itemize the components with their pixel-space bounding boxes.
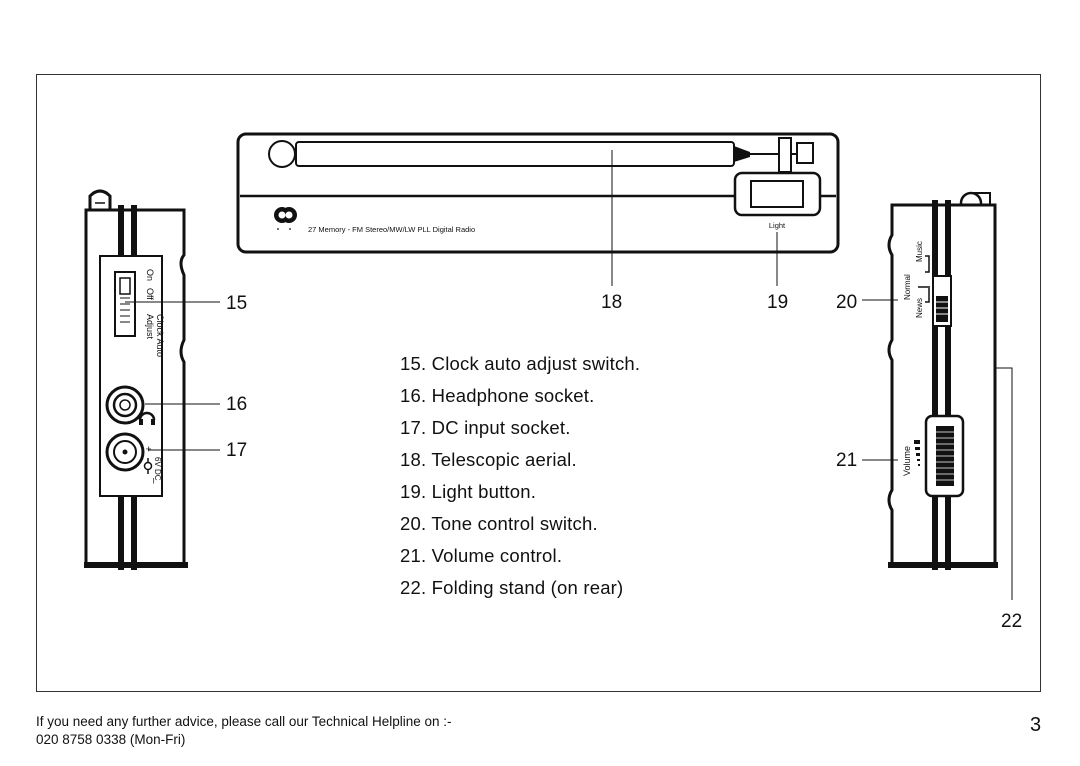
legend-item-16: 16. Headphone socket. — [400, 385, 595, 406]
dc-input-socket — [105, 432, 145, 472]
legend-item-20: 20. Tone control switch. — [400, 513, 598, 534]
brand-logo — [274, 207, 297, 230]
headphone-socket — [105, 385, 145, 425]
legend-item-21: 21. Volume control. — [400, 545, 563, 566]
tone-label-music: Music — [915, 241, 924, 262]
dc-polarity-icon — [143, 458, 153, 474]
volume-label: Volume — [902, 446, 912, 476]
telescopic-aerial — [268, 137, 814, 173]
legend-item-15: 15. Clock auto adjust switch. — [400, 353, 641, 374]
model-text: 27 Memory - FM Stereo/MW/LW PLL Digital … — [308, 225, 475, 234]
callout-19: 19 — [767, 292, 789, 313]
switch-label-clock-auto: Clock Auto — [155, 314, 165, 357]
callout-17: 17 — [226, 440, 248, 461]
tone-control-switch — [918, 255, 952, 327]
volume-level-icon — [914, 440, 920, 466]
volume-control — [924, 414, 965, 498]
radio-left-side-view: On Off Clock Auto Adjust — [84, 189, 188, 570]
dc-minus: – — [148, 478, 159, 484]
switch-label-off: Off — [145, 288, 155, 300]
callout-15: 15 — [226, 293, 248, 314]
callout-18: 18 — [601, 292, 623, 313]
switch-label-on: On — [145, 269, 155, 281]
dc-plus: + — [142, 446, 153, 452]
dc-voltage-label: 6V DC — [153, 457, 162, 481]
callout-16: 16 — [226, 394, 248, 415]
light-label: Light — [769, 221, 786, 230]
radio-top-view: Light 27 Memory - FM Stereo/MW/LW PLL Di… — [236, 132, 840, 254]
footer-helpline-text: If you need any further advice, please c… — [36, 714, 452, 729]
callout-21: 21 — [836, 450, 858, 471]
legend-item-22: 22. Folding stand (on rear) — [400, 577, 624, 598]
clock-auto-adjust-switch — [114, 271, 136, 337]
tone-label-news: News — [915, 298, 924, 318]
legend-item-17: 17. DC input socket. — [400, 417, 571, 438]
radio-right-side-view: Music Normal News — [887, 191, 998, 570]
callout-22: 22 — [1001, 611, 1023, 632]
page-number: 3 — [1030, 714, 1042, 736]
callout-20: 20 — [836, 292, 858, 313]
switch-label-adjust: Adjust — [145, 314, 155, 340]
diagram-frame — [36, 74, 1041, 692]
headphone-icon — [138, 411, 156, 425]
legend-item-19: 19. Light button. — [400, 481, 537, 502]
tone-label-normal: Normal — [903, 274, 912, 300]
footer-phone-number: 020 8758 0338 (Mon-Fri) — [36, 732, 186, 747]
light-button: Light — [733, 171, 822, 230]
legend-item-18: 18. Telescopic aerial. — [400, 449, 577, 470]
callout-lines — [125, 150, 1013, 600]
